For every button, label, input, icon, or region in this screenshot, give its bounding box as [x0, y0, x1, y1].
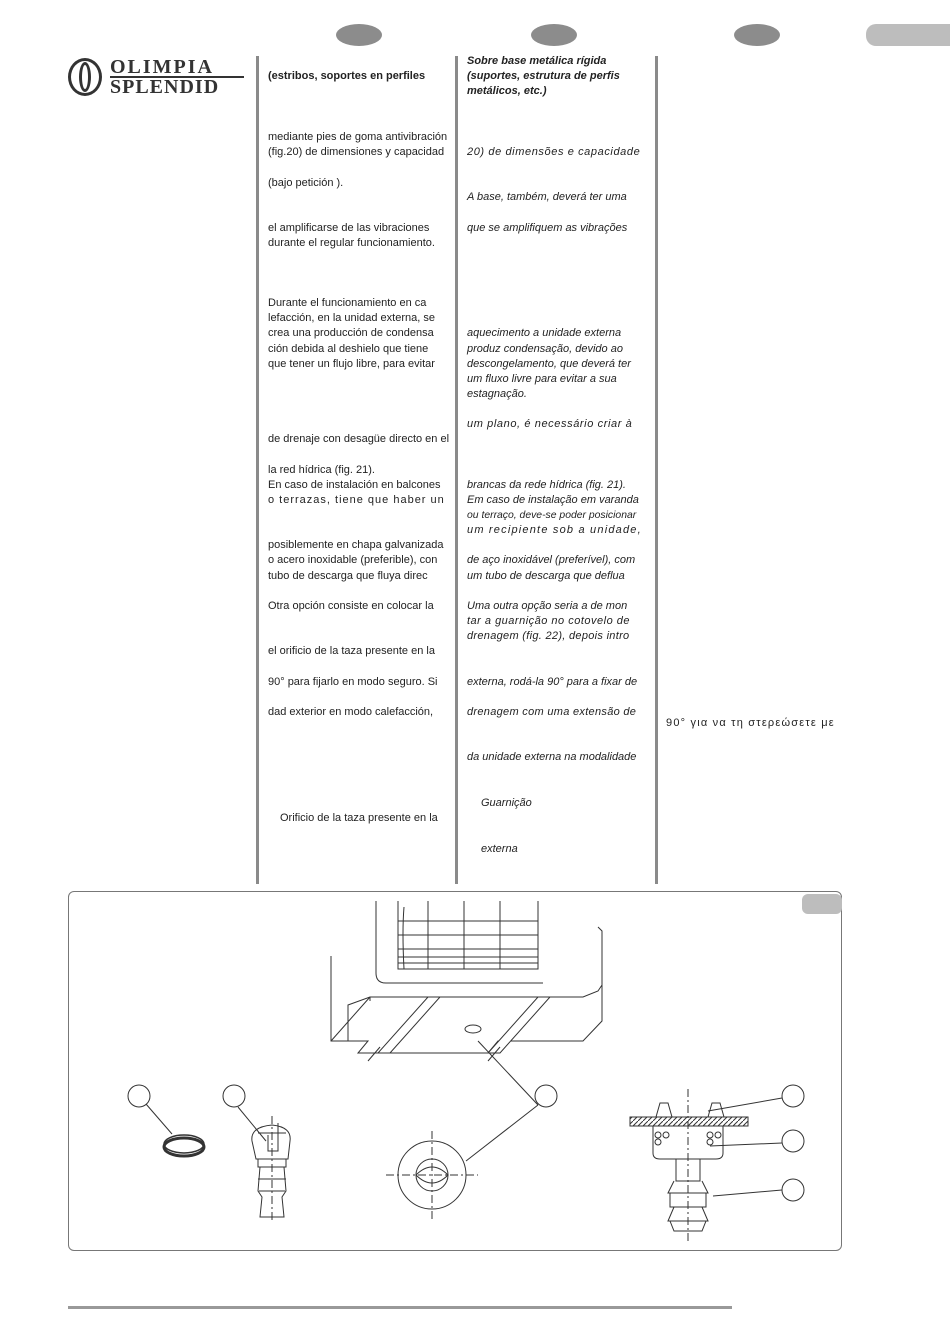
outdoor-unit-drawing [330, 901, 603, 1062]
logo-ring-icon [68, 58, 102, 96]
es-line: mediante pies de goma antivibración [268, 131, 448, 143]
fitting-section-drawing [629, 1089, 749, 1243]
es-line: el orificio de la taza presente en la [268, 645, 435, 657]
es-line: o acero inoxidable (preferible), con [268, 554, 438, 566]
pt-heading: metálicos, etc.) [467, 85, 547, 97]
es-line: crea una producción de condensa [268, 327, 434, 339]
pt-line: um tubo de descarga que deflua [467, 570, 625, 582]
footer-rule [68, 1306, 732, 1309]
callout-leaders [127, 1040, 805, 1202]
gr-line: 90° για να τη στερεώσετε με [666, 717, 835, 729]
pt-line: brancas da rede hídrica (fig. 21). [467, 479, 626, 491]
es-line: la red hídrica (fig. 21). [268, 464, 375, 476]
pt-line: de aço inoxidável (preferível), com [467, 554, 636, 566]
column-divider [256, 56, 259, 884]
figure-22-box [68, 891, 842, 1251]
pt-line: um plano, é necessário criar à [467, 418, 633, 430]
pt-line: aquecimento a unidade externa [467, 327, 622, 339]
es-heading: (estribos, soportes en perfiles [268, 70, 426, 82]
es-line: posiblemente en chapa galvanizada [268, 539, 444, 551]
pt-caption: externa [481, 843, 518, 855]
pt-heading: (suportes, estrutura de perfis [467, 70, 620, 82]
column-divider [455, 56, 458, 884]
es-line: durante el regular funcionamiento. [268, 237, 435, 249]
pt-line: da unidade externa na modalidade [467, 751, 637, 763]
pt-line: A base, também, deverá ter uma [467, 191, 627, 203]
pt-line: descongelamento, que deverá ter [467, 358, 631, 370]
drain-elbow-drawing [251, 1116, 291, 1221]
pt-line: drenagem com uma extensão de [467, 706, 637, 718]
pt-line: tar a guarnição no cotovelo de [467, 615, 630, 627]
es-line: tubo de descarga que fluya direc [268, 570, 428, 582]
es-line: el amplificarse de las vibraciones [268, 222, 430, 234]
pt-heading: Sobre base metálica rígida [467, 55, 607, 67]
pt-line: ou terraço, deve-se poder posicionar [467, 510, 637, 521]
es-line: (fig.20) de dimensiones y capacidad [268, 146, 445, 158]
language-tab-pt [531, 24, 577, 46]
column-divider [655, 56, 658, 884]
brand-line-2: SPLENDID [110, 76, 220, 98]
pt-line: drenagem (fig. 22), depois intro [467, 630, 630, 642]
pt-line: estagnação. [467, 388, 527, 400]
es-line: Otra opción consiste en colocar la [268, 600, 434, 612]
es-line: que tener un flujo libre, para evitar [268, 358, 435, 370]
drain-fitting-illustration [127, 901, 805, 1243]
es-line: de drenaje con desagüe directo en el [268, 433, 450, 445]
pt-line: externa, rodá-la 90° para a fixar de [467, 676, 638, 688]
es-line: Durante el funcionamiento en ca [268, 297, 427, 309]
es-line: 90° para fijarlo en modo seguro. Si [268, 676, 438, 688]
language-tab-gr [734, 24, 780, 46]
pt-line: Uma outra opção seria a de mon [467, 600, 628, 612]
pt-line: produz condensação, devido ao [467, 343, 623, 355]
es-line: o terrazas, tiene que haber un [268, 494, 445, 506]
olimpia-splendid-logo: OLIMPIA SPLENDID [68, 56, 248, 100]
fitting-top-view-drawing [386, 1131, 478, 1221]
es-line: En caso de instalación en balcones [268, 479, 441, 491]
brand-line-1: OLIMPIA [110, 56, 214, 78]
pt-line: um fluxo livre para evitar a sua [467, 373, 617, 385]
es-line: lefacción, en la unidad externa, se [268, 312, 435, 324]
language-tab-es [336, 24, 382, 46]
es-line: (bajo petición ). [268, 177, 344, 189]
es-line: ción debida al deshielo que tiene [268, 343, 429, 355]
pt-line: um recipiente sob a unidade, [467, 524, 642, 536]
gasket-ring-drawing [162, 1134, 206, 1158]
pt-line: Em caso de instalação em varanda [467, 494, 639, 506]
pt-line: que se amplifiquem as vibrações [467, 222, 628, 234]
es-line: dad exterior en modo calefacción, [268, 706, 434, 718]
section-tab [866, 24, 950, 46]
pt-caption: Guarnição [481, 797, 532, 809]
figure-tab [802, 894, 842, 914]
pt-line: 20) de dimensões e capacidade [467, 146, 641, 158]
es-caption: Orificio de la taza presente en la [280, 812, 438, 824]
